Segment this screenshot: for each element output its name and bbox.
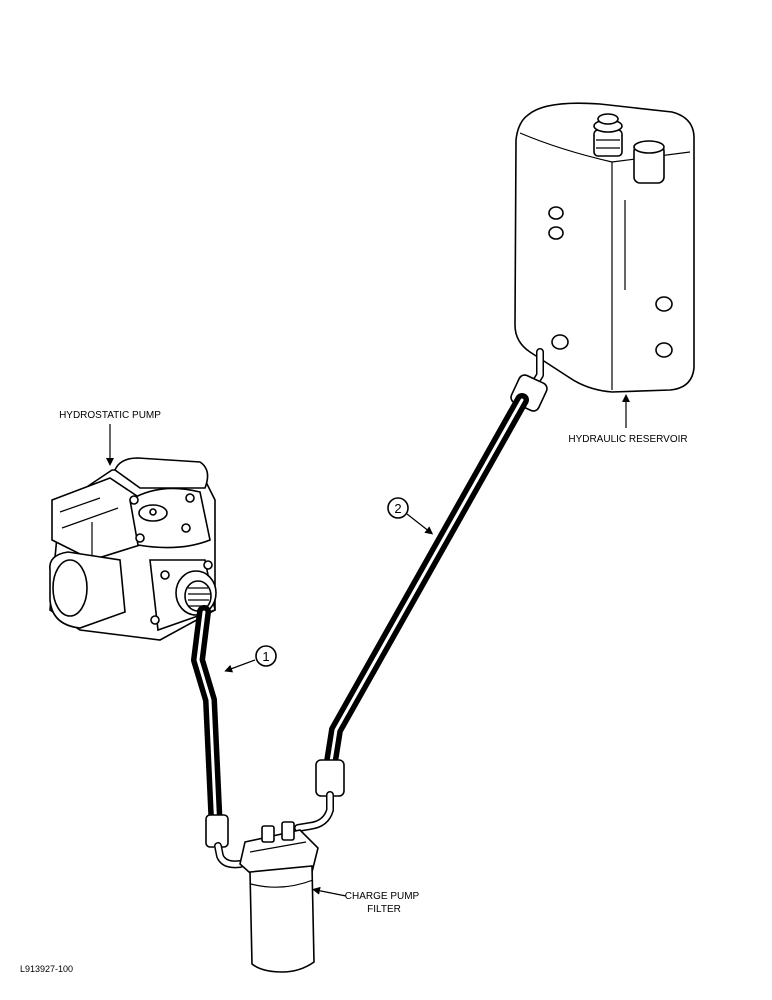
figure-id: L913927-100 xyxy=(20,964,73,974)
hose-1 xyxy=(191,605,256,869)
callout-2: 2 xyxy=(387,497,434,535)
charge-pump-filter-label-line2: FILTER xyxy=(367,904,401,915)
hydrostatic-pump xyxy=(49,457,217,641)
hydraulic-reservoir-label: HYDRAULIC RESERVOIR xyxy=(568,434,687,445)
charge-pump-filter-label-line1: CHARGE PUMP xyxy=(345,891,420,902)
hose-2 xyxy=(294,348,548,832)
hydraulic-reservoir xyxy=(514,102,695,393)
charge-pump-filter xyxy=(239,821,319,973)
callout-2-number: 2 xyxy=(394,501,401,516)
callout-1-number: 1 xyxy=(262,649,269,664)
callout-1: 1 xyxy=(224,645,277,673)
hydrostatic-pump-label: HYDROSTATIC PUMP xyxy=(59,410,161,421)
charge-pump-filter-leader xyxy=(312,886,347,897)
